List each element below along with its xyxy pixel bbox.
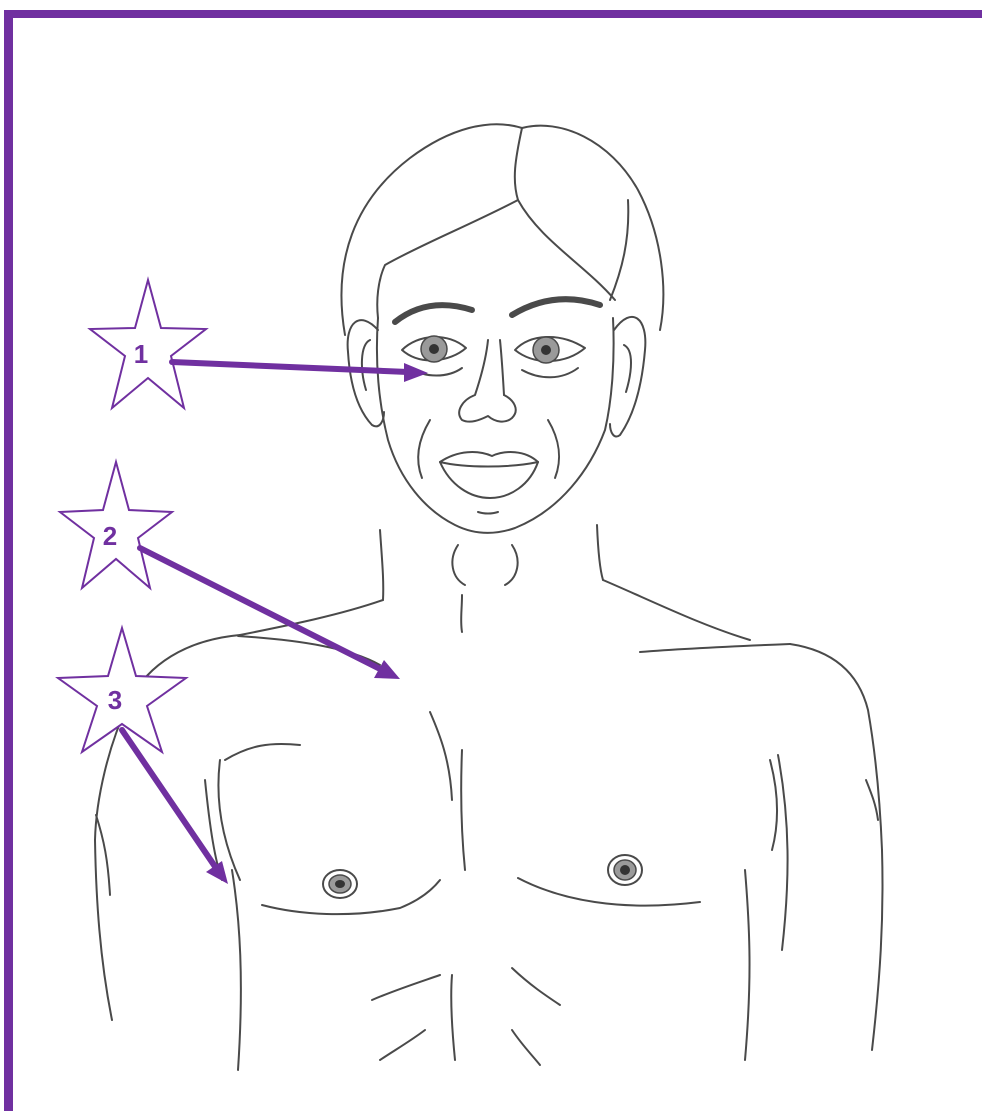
left-arm-mark — [96, 815, 110, 895]
right-under-eye-line — [522, 368, 578, 377]
abs-left-upper — [372, 975, 440, 1000]
marker-2: 2 — [60, 462, 400, 679]
arrow-1-head — [404, 363, 428, 382]
arrow-3-head — [206, 861, 228, 884]
right-ear-inner — [624, 345, 631, 392]
left-nipple-center — [335, 880, 345, 888]
abs-left-lower — [380, 1030, 425, 1060]
abs-right-upper — [512, 968, 560, 1005]
left-pupil — [429, 344, 439, 354]
neck-right — [597, 525, 603, 580]
right-arm-inner-lower — [745, 870, 750, 1060]
mouth-line — [440, 462, 538, 467]
hair-inner-right — [610, 200, 628, 300]
right-shoulder-outline — [790, 644, 882, 850]
nose-bridge-right — [500, 340, 504, 395]
right-cheek-line — [548, 420, 559, 478]
left-ear-inner — [362, 340, 370, 390]
neck-center — [461, 595, 462, 632]
left-arm-outer — [95, 840, 112, 1020]
hair-outline — [341, 124, 663, 335]
neck-muscle-left — [452, 545, 465, 585]
right-pupil — [541, 345, 551, 355]
hair-part — [515, 128, 615, 300]
marker-3-label: 3 — [108, 685, 122, 715]
right-trapezius — [603, 580, 750, 640]
chin-mark — [478, 512, 498, 514]
arrow-1-shaft — [172, 362, 408, 372]
marker-3: 3 — [58, 628, 228, 884]
marker-2-label: 2 — [103, 521, 117, 551]
right-arm-inner — [778, 755, 788, 950]
arrow-2-shaft — [140, 548, 382, 670]
right-clavicle — [640, 644, 790, 652]
left-eyebrow — [395, 305, 472, 322]
right-nipple-center — [620, 865, 630, 875]
face-outline — [377, 318, 614, 533]
marker-1-label: 1 — [134, 339, 148, 369]
right-ear — [610, 317, 645, 437]
right-chest-side — [770, 760, 777, 850]
hair-left-fringe — [377, 200, 518, 318]
body-illustration — [95, 124, 883, 1070]
abs-right-lower — [512, 1030, 540, 1065]
left-arm-inner — [232, 870, 241, 1070]
upper-lip — [440, 452, 538, 462]
left-chest-top — [225, 744, 300, 760]
left-cheek-line — [418, 420, 430, 478]
neck-muscle-right — [505, 545, 518, 585]
right-eyebrow — [512, 299, 600, 315]
abs-center — [451, 975, 455, 1060]
arrow-3-shaft — [122, 730, 216, 868]
nose — [459, 340, 515, 422]
right-arm-outer — [872, 850, 883, 1050]
sternum-line — [461, 750, 465, 870]
neck-left — [380, 530, 383, 600]
right-arm-mark — [866, 780, 878, 820]
sternum-upper — [430, 712, 452, 800]
left-trapezius — [240, 600, 383, 635]
right-pectoral-lower — [518, 878, 700, 906]
